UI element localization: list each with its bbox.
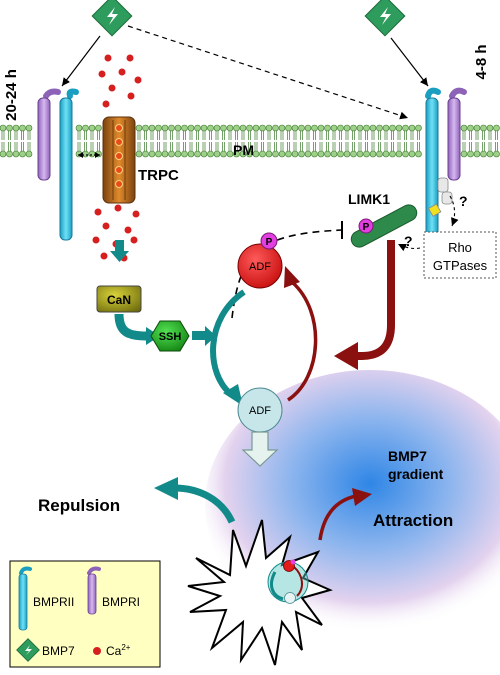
adf-phosphorylated-node: ADF P (237, 232, 283, 289)
repulsion-label: Repulsion (38, 496, 120, 515)
gradient-label-line2: gradient (388, 466, 444, 482)
rho-label-line2: GTPases (433, 258, 488, 273)
trpc-label: TRPC (138, 167, 179, 184)
svg-text:SSH: SSH (159, 331, 182, 343)
svg-text:P: P (266, 237, 273, 248)
legend-bmpr1-icon (87, 566, 101, 615)
adf-unphosphorylated-node: ADF (237, 387, 283, 433)
time-label-left: 20-24 h (3, 69, 20, 121)
repulsion-arrow (154, 477, 236, 524)
legend-bmpr2-label: BMPRII (33, 595, 74, 609)
legend-calcium-label: Ca2+ (106, 643, 131, 658)
calcium-ions (92, 54, 142, 262)
bmp7-ligand-icon-left (91, 0, 133, 37)
trpc-to-can-arrow (110, 240, 129, 262)
question-mark-lower: ? (404, 233, 413, 249)
svg-text:ADF: ADF (249, 405, 271, 417)
rho-gtpases-box (423, 231, 497, 279)
downstream-hollow-arrow (241, 431, 279, 467)
legend-box: BMPRII BMPRI BMP7 Ca2+ (9, 560, 161, 668)
adf-phosphorylation-arc (284, 266, 318, 402)
receptor-pair-right (425, 87, 467, 239)
growth-cone (187, 519, 333, 666)
calcineurin-node: CaN (96, 285, 142, 313)
legend-bmpr2-icon (18, 566, 32, 631)
attraction-label: Attraction (373, 511, 453, 530)
limk1-kinase (350, 204, 418, 248)
gradient-label-line1: BMP7 (388, 448, 427, 464)
legend-bmp7-icon (16, 638, 40, 662)
attraction-arrow (318, 488, 372, 541)
ssh-phosphatase-node: SSH (150, 320, 190, 352)
bmp7-ligand-icon-right (364, 0, 406, 37)
svg-text:CaN: CaN (107, 293, 131, 307)
limk1-to-adf-arrow (334, 240, 395, 370)
svg-text:ADF: ADF (249, 261, 271, 273)
growth-cone-adf-cycle (267, 559, 309, 604)
limk1-phospho-badge: P (358, 218, 374, 234)
ligand-right-dashed-arrow (127, 25, 409, 120)
ssh-to-adf-arrow (192, 326, 216, 346)
pm-label: PM (233, 142, 254, 158)
plasma-membrane (0, 124, 500, 158)
rho-label-line1: Rho (448, 240, 472, 255)
svg-text:P: P (363, 222, 370, 233)
rho-to-limk-dashed-arrow (397, 243, 421, 252)
legend-calcium-icon (93, 647, 101, 655)
adf-dephosphorylation-arc (210, 289, 246, 406)
limk1-label: LIMK1 (348, 191, 390, 207)
legend-bmp7-label: BMP7 (42, 644, 75, 658)
time-label-right: 4-8 h (473, 44, 490, 79)
receptor-pair-left (37, 88, 79, 241)
question-mark-upper: ? (459, 193, 468, 209)
ligand-left-arrow (61, 35, 101, 87)
receptor-to-rho-dashed-arrow (449, 195, 459, 227)
ligand-right-arrow (390, 37, 429, 87)
legend-bmpr1-label: BMPRI (102, 595, 140, 609)
